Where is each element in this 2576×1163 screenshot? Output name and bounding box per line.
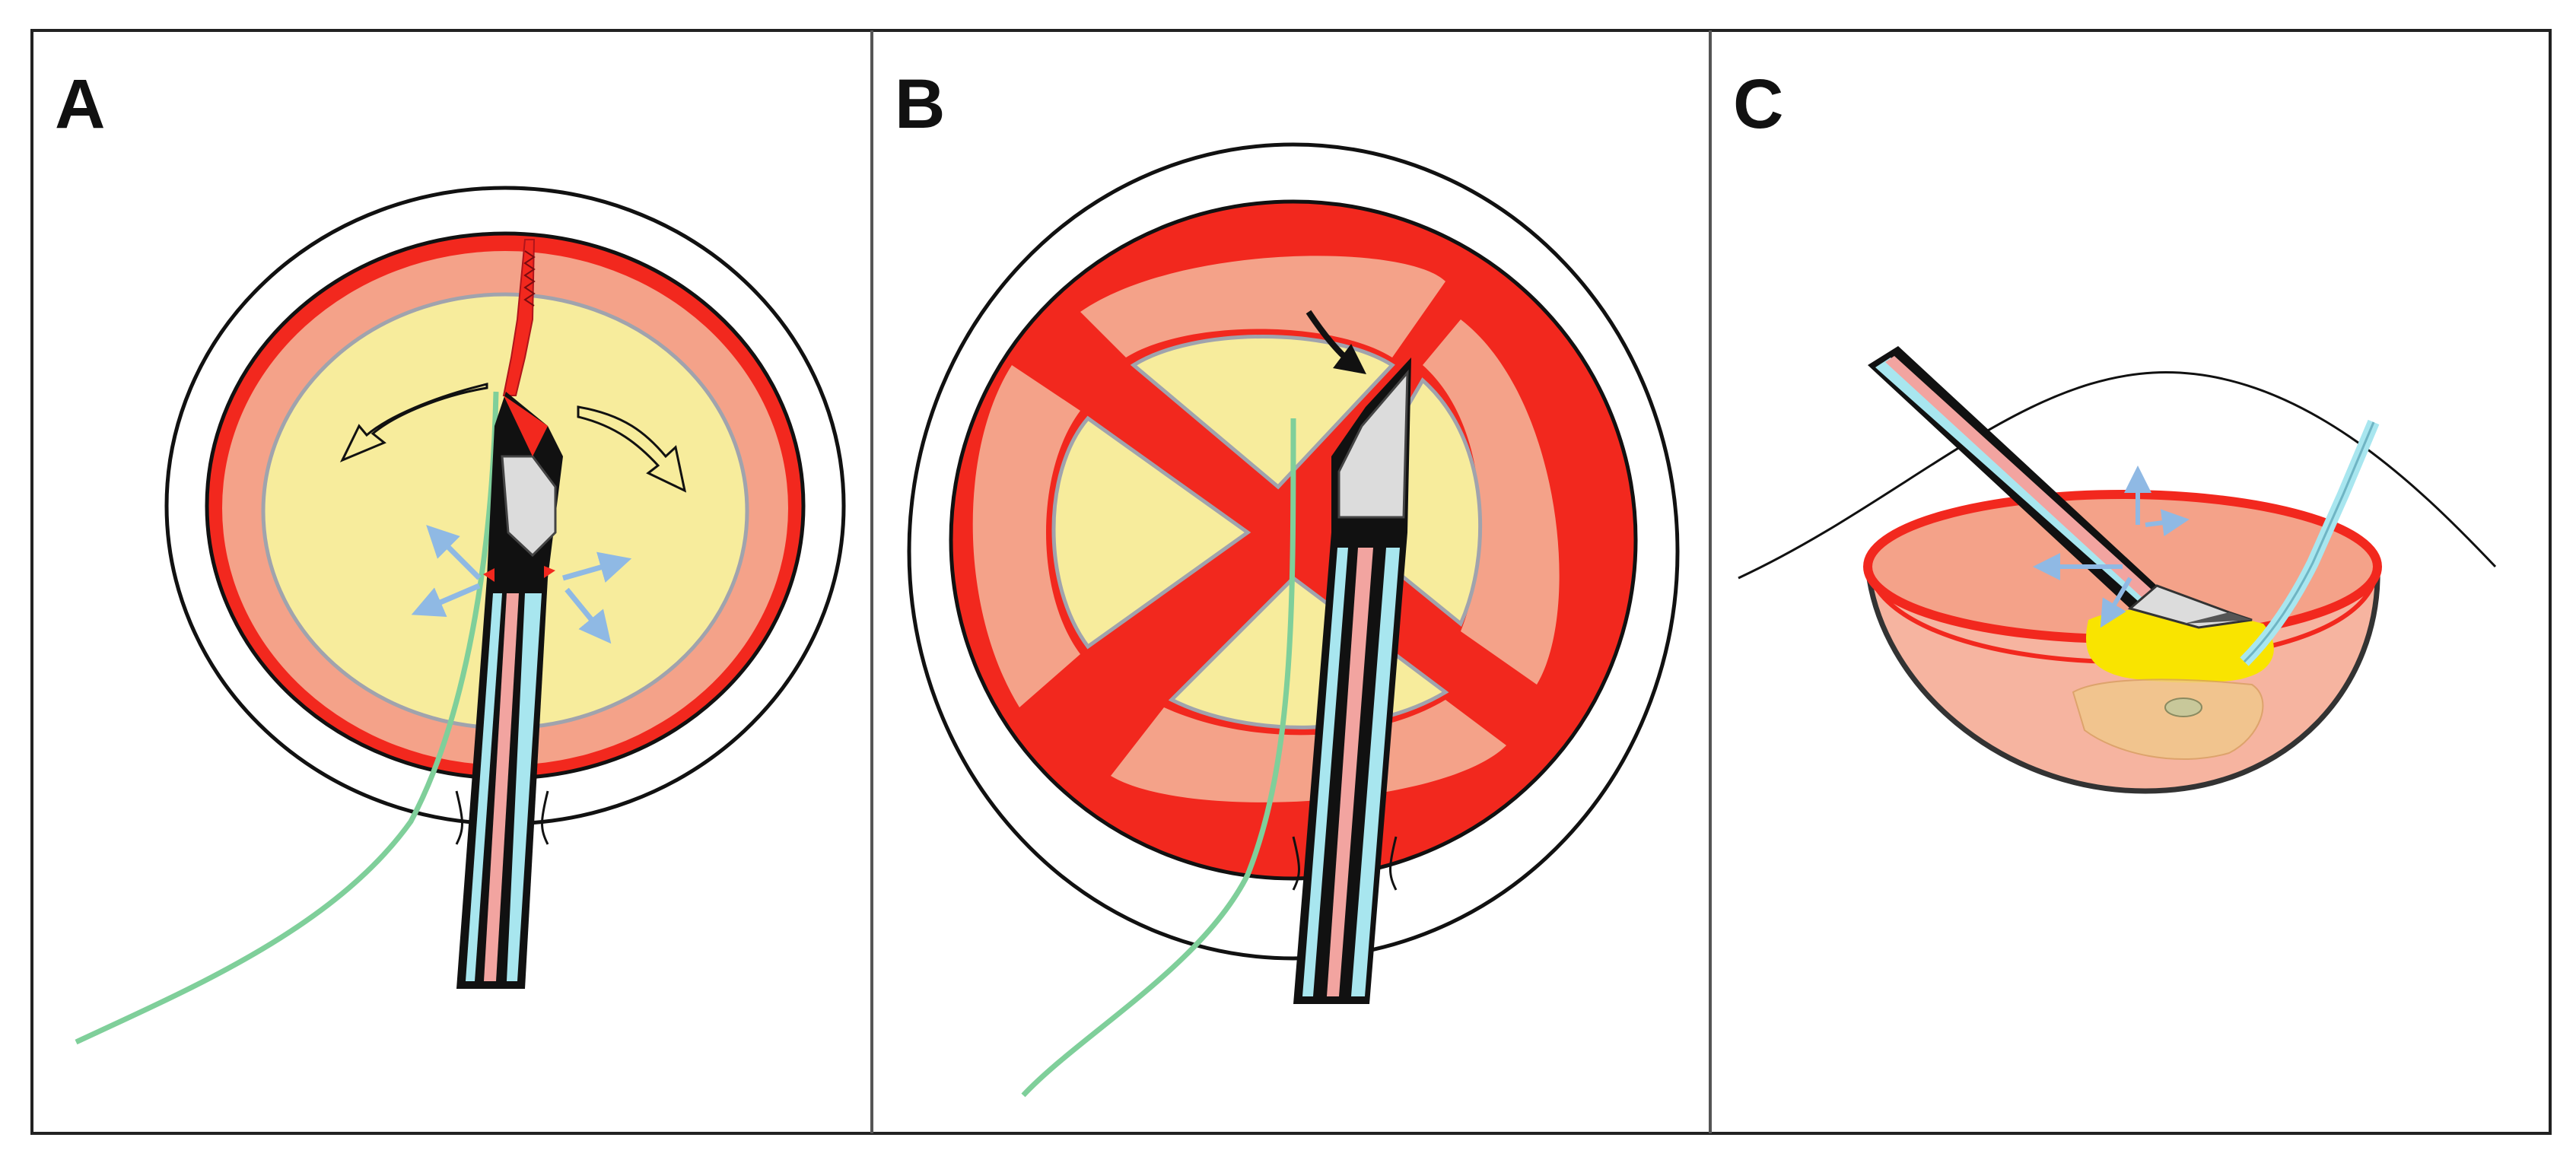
panel-c: C — [1733, 65, 2497, 794]
panel-label-b: B — [895, 65, 945, 143]
phaco-needle — [1868, 346, 2253, 629]
irrigation-tube-outline — [2243, 421, 2375, 663]
panel-label-c: C — [1733, 65, 1783, 143]
black-arrow-icon — [1305, 310, 1366, 375]
suture-line — [1021, 418, 1296, 1098]
nucleus-fragment — [2086, 609, 2274, 683]
suture-line — [75, 391, 499, 1045]
cortex-quadrants — [972, 256, 1560, 802]
cornea-curve — [1738, 371, 2497, 580]
sweep-arrow-right-icon — [577, 405, 687, 493]
phaco-needle — [456, 392, 563, 989]
fragment-spot — [2164, 697, 2202, 717]
panel-a: A — [55, 65, 846, 1045]
nucleus-quadrants — [1051, 335, 1483, 729]
flow-arrows-icon — [411, 525, 632, 644]
sweep-arrow-left-icon — [339, 383, 488, 462]
fragment-shadow — [2072, 678, 2264, 761]
panel-label-a: A — [55, 65, 105, 143]
incision — [455, 790, 549, 845]
groove-crack — [502, 239, 536, 396]
incision — [1292, 836, 1398, 891]
phaco-needle — [1293, 357, 1411, 1004]
groove-crack-texture — [523, 250, 536, 307]
panel-b: B — [895, 65, 1680, 1098]
flow-arrows-icon — [2033, 466, 2190, 628]
